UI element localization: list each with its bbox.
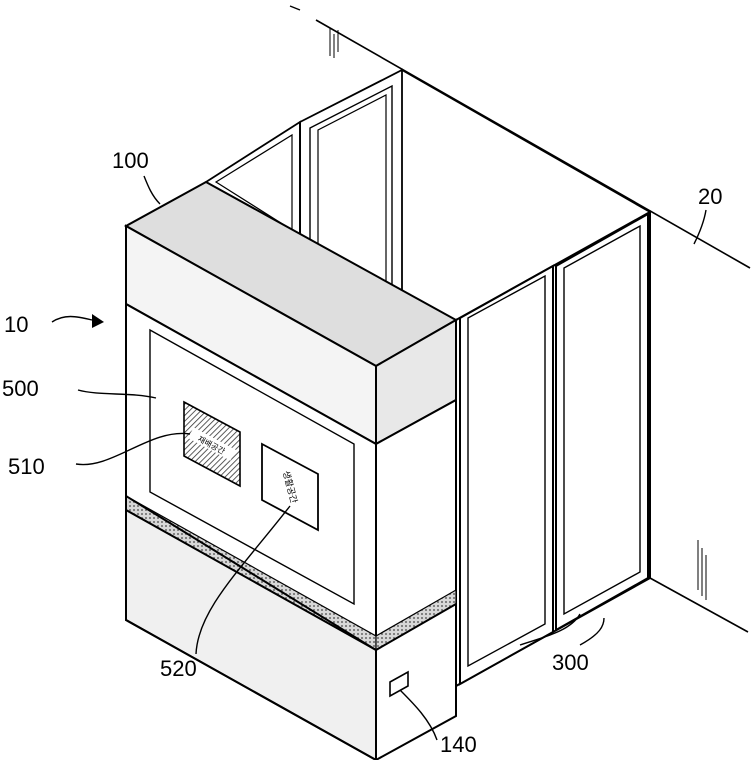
leader-10-arrowhead <box>92 314 104 328</box>
label-20: 20 <box>698 184 722 209</box>
display-panel <box>149 328 355 606</box>
front-unit <box>123 180 459 762</box>
leader-510 <box>75 432 191 466</box>
leader-100 <box>143 175 161 205</box>
label-10: 10 <box>4 312 28 337</box>
leader-20 <box>693 209 707 245</box>
label-300: 300 <box>552 650 589 675</box>
leader-140 <box>399 689 438 741</box>
label-140: 140 <box>440 732 477 757</box>
reference-labels: 100 10 500 510 520 140 300 20 <box>2 148 722 757</box>
back-enclosure <box>204 68 651 294</box>
leader-300a <box>519 613 581 646</box>
floor-edge-line <box>649 577 749 633</box>
leader-lines <box>51 175 707 741</box>
leader-300b <box>579 617 605 646</box>
side-doors <box>455 210 651 688</box>
display-sub-a: 재배공간 <box>183 400 241 488</box>
label-500: 500 <box>2 376 39 401</box>
leader-500 <box>77 389 157 399</box>
label-510: 510 <box>8 454 45 479</box>
side-door-1 <box>459 264 554 686</box>
side-door-2 <box>555 212 649 632</box>
control-unit <box>389 670 409 698</box>
display-sub-b: 생활공간 <box>261 442 319 532</box>
leader-10 <box>51 315 93 323</box>
label-100: 100 <box>112 148 149 173</box>
leader-520 <box>195 505 291 655</box>
label-520: 520 <box>160 656 197 681</box>
